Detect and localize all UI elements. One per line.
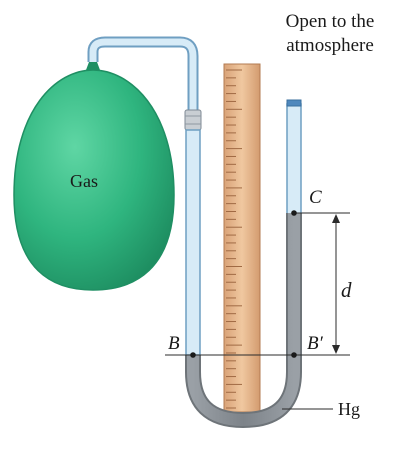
gas-balloon bbox=[13, 62, 175, 291]
point-b-dot bbox=[190, 352, 196, 358]
gas-label: Gas bbox=[70, 171, 98, 191]
left-leg-tube bbox=[185, 129, 201, 356]
open-label-line-2: atmosphere bbox=[286, 35, 374, 56]
point-c-label: C bbox=[309, 187, 322, 208]
height-dimension-arrow bbox=[332, 214, 340, 354]
tube-coupling bbox=[184, 109, 202, 131]
open-end-cap bbox=[286, 99, 302, 107]
point-b-prime-label: B′ bbox=[307, 333, 323, 354]
height-label: d bbox=[341, 278, 352, 302]
open-to-atmosphere-label: Open to the atmosphere bbox=[262, 10, 398, 58]
measuring-ruler bbox=[223, 63, 261, 413]
balloon-neck bbox=[86, 62, 100, 70]
point-b-label: B bbox=[168, 333, 180, 354]
right-leg-tube bbox=[286, 103, 302, 215]
mercury-label: Hg bbox=[338, 399, 360, 419]
ruler-ticks bbox=[226, 69, 242, 409]
open-label-line-1: Open to the bbox=[285, 11, 375, 32]
point-b-prime-dot bbox=[291, 352, 297, 358]
point-c-dot bbox=[291, 210, 297, 216]
